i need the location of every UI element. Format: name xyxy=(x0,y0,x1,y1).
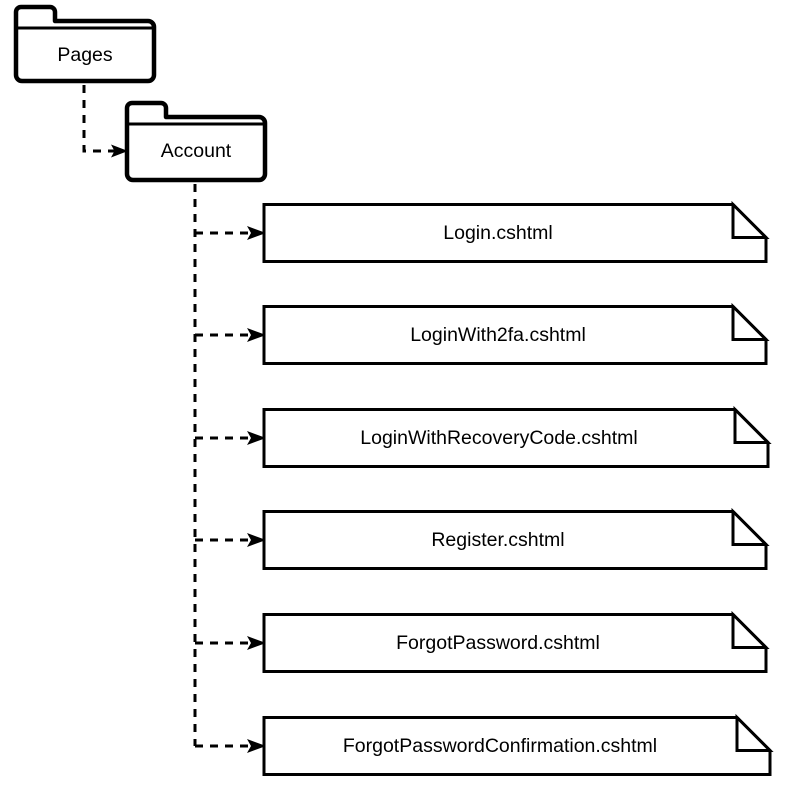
document-node-login-with-2fa[interactable]: LoginWith2fa.cshtml xyxy=(262,302,770,365)
edge-account-to-register-arrowhead xyxy=(247,533,266,547)
document-fold-corner xyxy=(731,610,770,649)
edge-account-to-forgot-password-confirm xyxy=(195,739,266,753)
edge-account-to-forgot-password-arrowhead xyxy=(247,636,266,650)
document-label-login-with-recovery-code: LoginWithRecoveryCode.cshtml xyxy=(360,427,637,449)
document-icon xyxy=(262,408,770,468)
folder-node-account[interactable]: Account xyxy=(124,100,268,183)
edge-account-to-login-with-recovery-code xyxy=(195,431,266,445)
edge-account-to-register xyxy=(195,533,266,547)
document-node-forgot-password-confirm[interactable]: ForgotPasswordConfirmation.cshtml xyxy=(262,713,774,776)
document-label-forgot-password: ForgotPassword.cshtml xyxy=(396,632,600,654)
document-fold-corner xyxy=(735,713,774,752)
document-label-forgot-password-confirm: ForgotPasswordConfirmation.cshtml xyxy=(343,735,657,757)
document-icon xyxy=(262,716,772,776)
document-label-login: Login.cshtml xyxy=(443,222,552,244)
edge-pages-to-account-line xyxy=(82,85,115,153)
edge-account-to-login-with-recovery-code-arrowhead xyxy=(247,431,266,445)
edge-account-to-forgot-password xyxy=(195,636,266,650)
edge-pages-to-account-arrowhead xyxy=(111,144,128,158)
document-icon xyxy=(262,305,768,365)
document-label-register: Register.cshtml xyxy=(431,529,564,551)
document-node-forgot-password[interactable]: ForgotPassword.cshtml xyxy=(262,610,770,673)
document-fold-corner xyxy=(731,302,770,341)
document-fold-corner xyxy=(731,507,770,546)
edge-pages-to-account xyxy=(82,85,128,158)
document-node-login-with-recovery-code[interactable]: LoginWithRecoveryCode.cshtml xyxy=(262,405,772,468)
document-node-login[interactable]: Login.cshtml xyxy=(262,200,770,263)
document-node-register[interactable]: Register.cshtml xyxy=(262,507,770,570)
folder-icon xyxy=(13,4,157,84)
document-label-login-with-2fa: LoginWith2fa.cshtml xyxy=(410,324,586,346)
edge-account-to-login-with-2fa-arrowhead xyxy=(247,328,266,342)
edge-account-to-forgot-password-confirm-arrowhead xyxy=(247,739,266,753)
document-icon xyxy=(262,613,768,673)
document-fold-corner xyxy=(731,200,770,239)
folder-label-account: Account xyxy=(161,140,232,162)
folder-node-pages[interactable]: Pages xyxy=(13,4,157,84)
edge-account-to-login-with-2fa xyxy=(195,328,266,342)
document-icon xyxy=(262,510,768,570)
document-fold-corner xyxy=(733,405,772,444)
folder-icon xyxy=(124,100,268,183)
edge-account-to-login-arrowhead xyxy=(247,226,266,240)
folder-label-pages: Pages xyxy=(57,44,113,66)
edge-account-to-login xyxy=(195,226,266,240)
document-icon xyxy=(262,203,768,263)
